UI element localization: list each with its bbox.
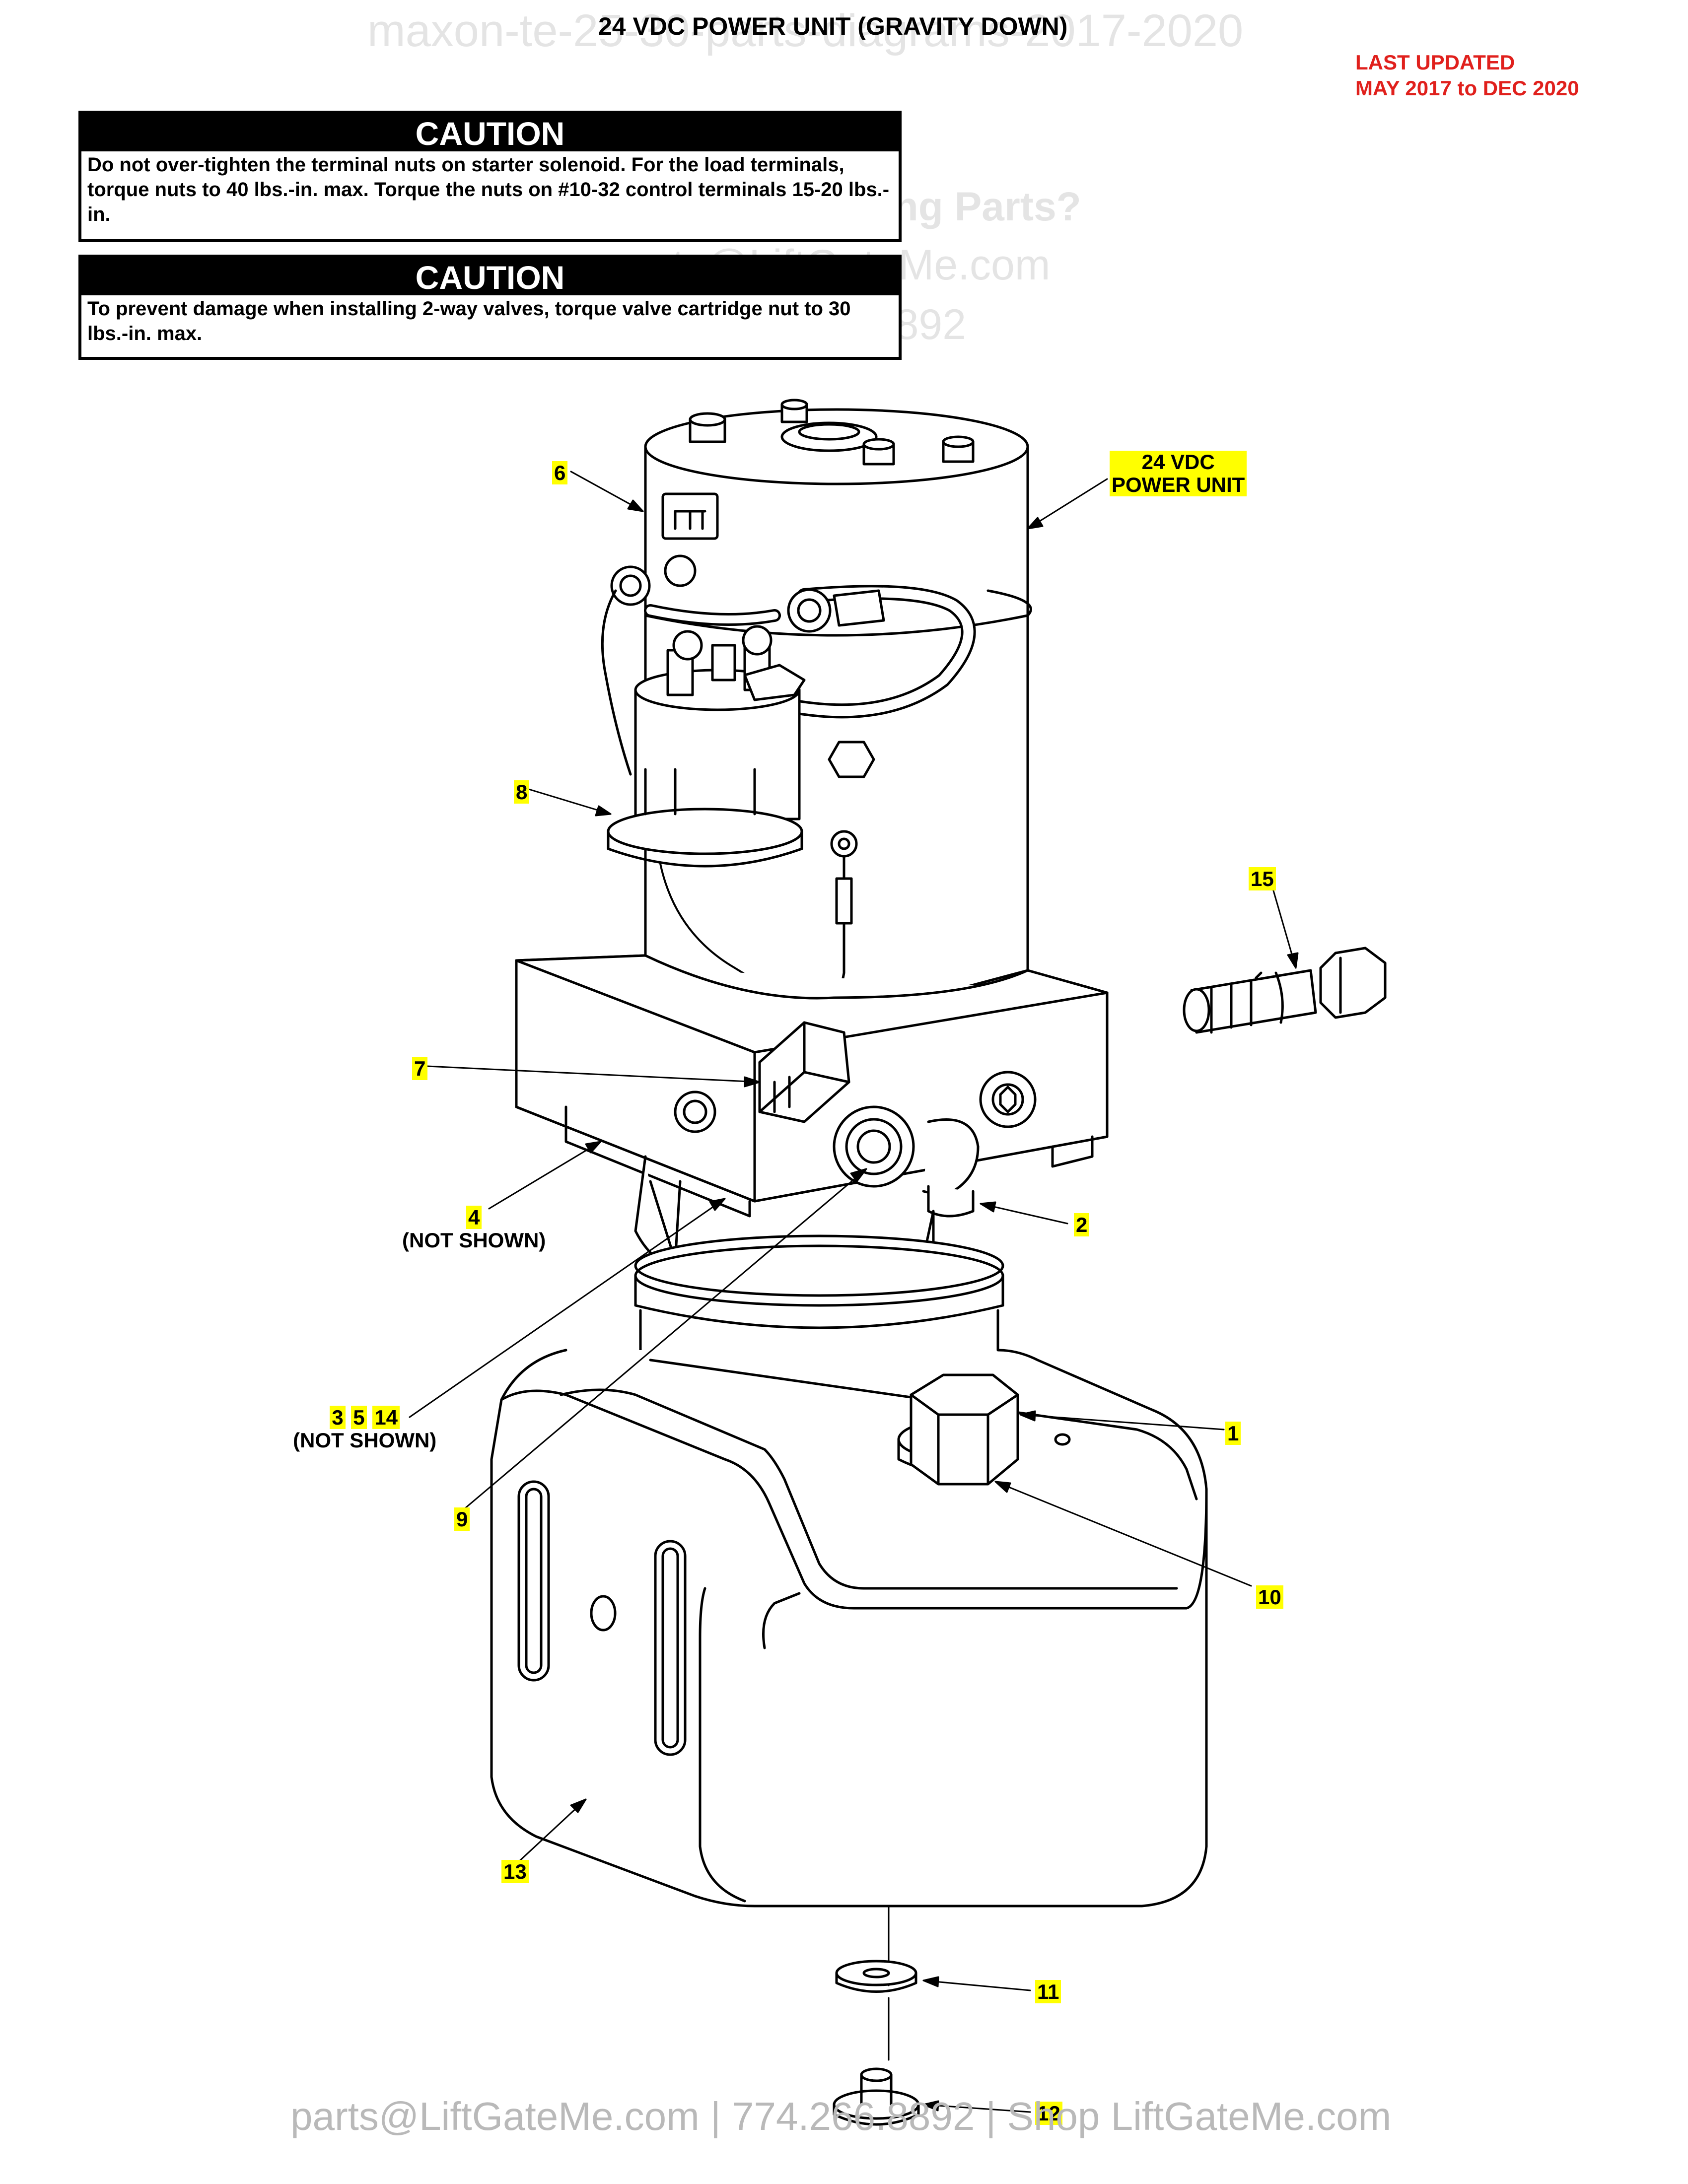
caution-box-valve: CAUTION To prevent damage when installin… [78,255,902,360]
leader-1 [1019,1414,1225,1431]
callout-15: 15 [1249,867,1276,890]
watermark-top: maxon-te-25-30-parts-diagrams-2017-2020 [367,5,1244,56]
callout-6: 6 [552,461,568,484]
callout-2: 2 [1074,1213,1090,1236]
callout-10: 10 [1256,1585,1283,1609]
callout-7: 7 [412,1057,428,1080]
callout-13-label: 13 [501,1860,529,1883]
leader-lines [409,471,1299,2113]
leader-9 [463,1168,867,1510]
callout-3-label: 3 [330,1406,346,1429]
callout-4: 4 (NOT SHOWN) [402,1206,546,1252]
callout-12-label: 12 [1035,2102,1062,2125]
callout-13: 13 [501,1860,529,1883]
leader-4 [488,1141,602,1210]
motor [644,399,1032,999]
callout-11: 11 [1035,1980,1061,2003]
callout-9-label: 9 [454,1507,470,1531]
motor-terminals [610,554,885,778]
caution-box-solenoid: CAUTION Do not over-tighten the terminal… [78,111,902,242]
callout-4-label: 4 [466,1206,482,1229]
caution-text: Do not over-tighten the terminal nuts on… [87,154,890,225]
callout-4-not-shown: (NOT SHOWN) [402,1228,546,1252]
leader-13 [515,1798,587,1865]
leader-7 [426,1065,761,1083]
valve-connector [758,1021,980,1218]
callout-10-label: 10 [1256,1585,1283,1609]
starter-solenoid [601,589,806,868]
last-updated-label: LAST UPDATED [1355,51,1515,74]
callout-3-5-14-not-shown: (NOT SHOWN) [293,1429,437,1452]
footer-contact: parts@LiftGateMe.com | 774.266.8892 | Sh… [290,2094,1392,2138]
caution-heading: CAUTION [81,258,899,296]
leader-11 [922,1979,1031,1991]
callout-5-label: 5 [351,1406,367,1429]
callout-power-unit-line1: 24 VDC [1110,451,1247,474]
page-title: 24 VDC POWER UNIT (GRAVITY DOWN) [598,12,1068,40]
callout-1: 1 [1225,1422,1241,1445]
sight-slot-right [654,1540,687,1756]
callout-power-unit-line2: POWER UNIT [1110,474,1247,496]
leader-10 [994,1481,1252,1587]
leader-12 [922,2104,1031,2113]
last-updated-range: MAY 2017 to DEC 2020 [1355,76,1579,100]
valve-cartridge [1183,947,1387,1034]
callout-1-label: 1 [1225,1422,1241,1445]
caution-text: To prevent damage when installing 2-way … [87,298,851,344]
callout-8: 8 [514,780,530,804]
callout-8-label: 8 [514,780,530,804]
callout-9: 9 [454,1507,470,1531]
callout-power-unit: 24 VDC POWER UNIT [1110,451,1247,496]
callout-7-label: 7 [412,1057,428,1080]
leader-3-5-14 [409,1198,726,1418]
callout-15-label: 15 [1249,867,1276,890]
callout-12: 12 [1035,2102,1062,2125]
motor-cable [644,585,976,719]
callout-14-label: 14 [372,1406,400,1429]
drain-plug [833,1997,920,2126]
callout-6-label: 6 [552,461,568,484]
leader-power-unit [1027,478,1108,530]
last-updated: LAST UPDATED MAY 2017 to DEC 2020 [1355,50,1579,101]
callout-11-label: 11 [1035,1980,1061,2003]
motor-logo-icon [661,492,719,540]
caution-heading: CAUTION [81,114,899,152]
drain-washer [835,1905,917,1993]
callout-3-5-14: 3 5 14 (NOT SHOWN) [293,1406,436,1452]
fill-cap [897,1373,1019,1486]
reservoir-tank [490,1349,1208,1908]
sight-slot-left [517,1480,550,1682]
callout-2-label: 2 [1074,1213,1090,1236]
